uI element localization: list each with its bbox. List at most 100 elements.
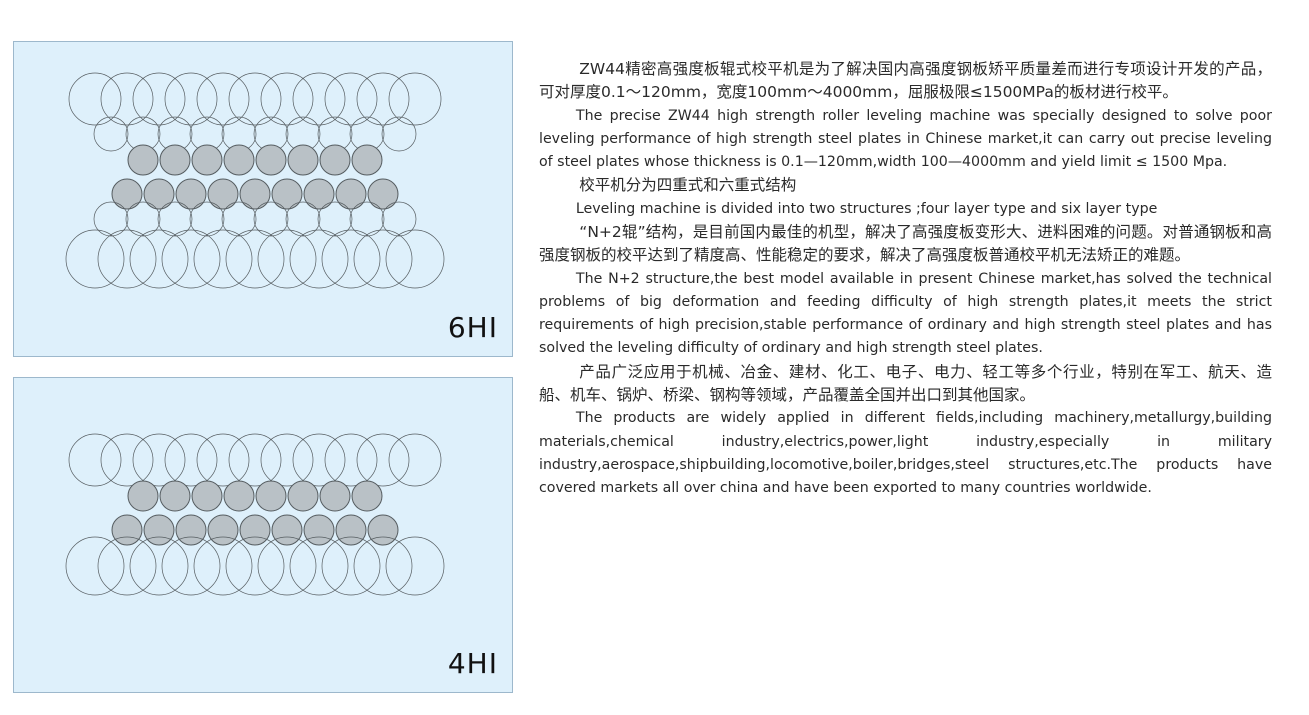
backup-roll [228,72,282,126]
backup-roll [193,229,253,289]
backup-roll [193,536,253,596]
backup-roll [129,229,189,289]
paragraph-n2-cn: “N+2辊”结构，是目前国内最佳的机型，解决了高强度板变形大、进料困难的问题。对… [539,223,1272,265]
work-roll [351,480,383,512]
paragraph-structures-cn: 校平机分为四重式和六重式结构 [579,176,797,195]
work-roll [319,144,351,176]
backup-roll [132,72,186,126]
work-roll [175,514,207,546]
paragraph-structures-en: Leveling machine is divided into two str… [575,200,1158,217]
backup-roll [385,536,445,596]
work-roll [207,514,239,546]
backup-roll [161,536,221,596]
backup-roll [388,72,442,126]
backup-roll [292,72,346,126]
work-roll [239,178,271,210]
work-roll [159,480,191,512]
work-roll [271,514,303,546]
work-roll [335,178,367,210]
backup-roll [189,201,225,237]
work-roll [255,144,287,176]
diagram-label-4hi: 4HI [447,647,498,680]
backup-roll [356,72,410,126]
backup-roll [349,201,385,237]
backup-roll [381,116,417,152]
backup-roll [353,229,413,289]
work-roll [223,144,255,176]
work-roll [191,480,223,512]
backup-roll [253,201,289,237]
backup-roll [228,433,282,487]
backup-roll [164,72,218,126]
backup-roll [292,433,346,487]
roller-arrangement-4hi [65,433,445,596]
backup-roll [164,433,218,487]
work-roll [159,144,191,176]
backup-roll [65,536,125,596]
backup-roll [385,229,445,289]
work-roll [367,514,399,546]
diagram-label-6hi: 6HI [447,311,498,344]
work-roll [255,480,287,512]
backup-roll [317,201,353,237]
backup-roll [68,72,122,126]
backup-roll [257,536,317,596]
backup-roll [260,72,314,126]
paragraph-intro-en: The precise ZW44 high strength roller le… [539,107,1272,171]
work-roll [127,144,159,176]
work-roll [239,514,271,546]
work-roll [287,480,319,512]
backup-roll [132,433,186,487]
work-roll [287,144,319,176]
work-roll [111,178,143,210]
paragraph-n2-en: The N+2 structure,the best model availab… [539,270,1272,357]
work-roll [111,514,143,546]
work-roll [143,514,175,546]
backup-roll [196,72,250,126]
roller-diagram-6hi: 6HI [13,41,513,357]
backup-roll [353,536,413,596]
backup-roll [257,229,317,289]
backup-roll [381,201,417,237]
roller-arrangement-6hi [65,72,445,289]
backup-roll [289,229,349,289]
backup-roll [324,433,378,487]
backup-roll [321,229,381,289]
work-roll [223,480,255,512]
work-roll [367,178,399,210]
paragraph-applications-en: The products are widely applied in diffe… [539,410,1272,497]
paragraph-intro-cn: ZW44精密高强度板辊式校平机是为了解决国内高强度钢板矫平质量差而进行专项设计开… [539,60,1272,102]
work-roll [303,514,335,546]
backup-roll [260,433,314,487]
backup-roll [324,72,378,126]
work-roll [271,178,303,210]
work-roll [127,480,159,512]
work-roll [303,178,335,210]
roller-diagram-4hi: 4HI [13,377,513,693]
backup-roll [100,72,154,126]
backup-roll [68,433,122,487]
work-roll [143,178,175,210]
backup-roll [161,229,221,289]
description-text: ZW44精密高强度板辊式校平机是为了解决国内高强度钢板矫平质量差而进行专项设计开… [539,58,1272,500]
work-roll [207,178,239,210]
work-roll [319,480,351,512]
backup-roll [157,201,193,237]
backup-roll [65,229,125,289]
backup-roll [225,229,285,289]
backup-roll [93,116,129,152]
backup-roll [97,229,157,289]
work-roll [175,178,207,210]
backup-roll [321,536,381,596]
backup-roll [125,201,161,237]
backup-roll [100,433,154,487]
backup-roll [93,201,129,237]
backup-roll [97,536,157,596]
backup-roll [225,536,285,596]
backup-roll [388,433,442,487]
backup-roll [285,201,321,237]
work-roll [351,144,383,176]
backup-roll [196,433,250,487]
backup-roll [221,201,257,237]
backup-roll [129,536,189,596]
